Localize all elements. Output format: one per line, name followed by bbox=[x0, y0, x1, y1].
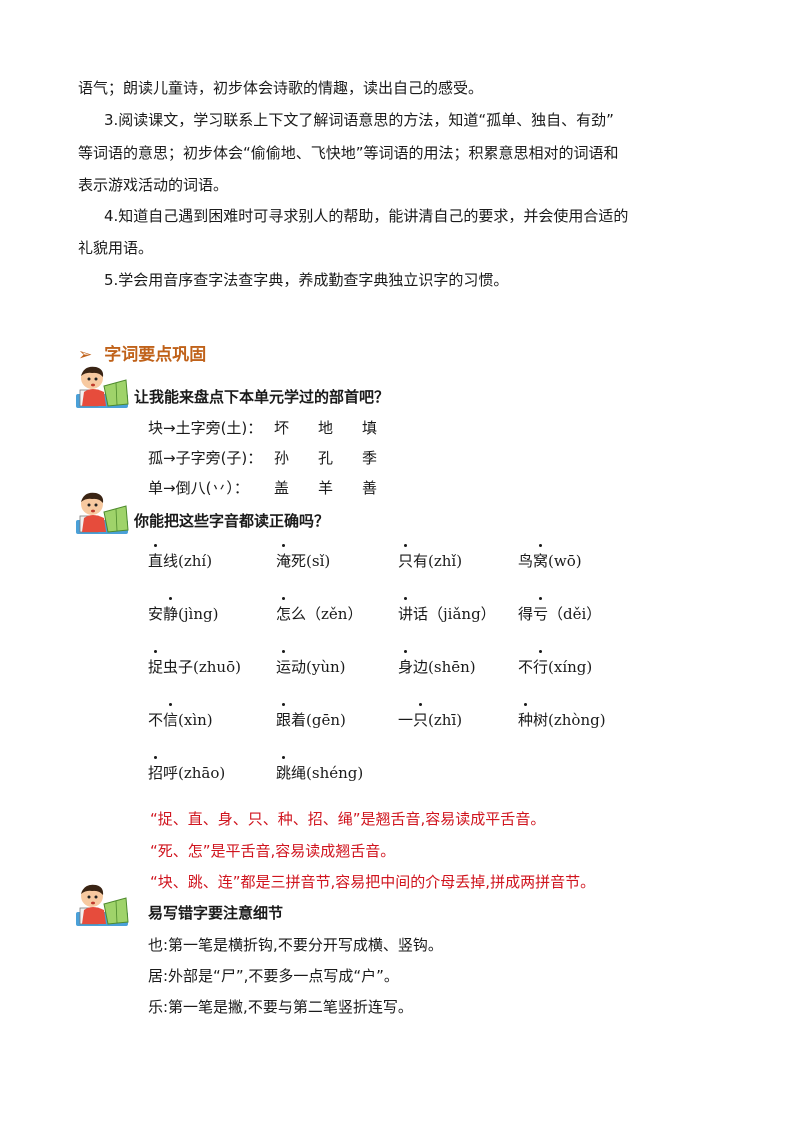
dotted-character: 淹 bbox=[276, 544, 292, 570]
word-pinyin: 话（jiǎng） bbox=[413, 605, 496, 623]
objective-line-7: 5.学会用音序查字法查字典，养成勤查字典独立识字的习惯。 bbox=[104, 271, 509, 289]
radical-example: 羊 bbox=[318, 479, 334, 497]
pronunciation-word: 怎么（zěn） bbox=[276, 597, 363, 624]
pronunciation-note: “死、怎”是平舌音,容易读成翘舌音。 bbox=[150, 842, 396, 860]
pronunciation-word: 鸟窝(wō) bbox=[518, 544, 582, 571]
word-pinyin: （děi） bbox=[548, 605, 602, 623]
pronunciation-word: 身边(shēn) bbox=[398, 650, 476, 677]
writing-item: 也:第一笔是横折钩,不要分开写成横、竖钩。 bbox=[148, 936, 443, 954]
dotted-character: 直 bbox=[148, 544, 164, 570]
pronunciation-word: 捉虫子(zhuō) bbox=[148, 650, 241, 677]
dotted-character: 亏 bbox=[533, 597, 549, 623]
radical-label: 块→土字旁(土)： bbox=[148, 419, 263, 437]
pronunciation-note: “捉、直、身、只、种、招、绳”是翘舌音,容易读成平舌音。 bbox=[150, 810, 546, 828]
objective-line-6: 礼貌用语。 bbox=[78, 239, 154, 257]
pronunciation-word: 只有(zhǐ) bbox=[398, 544, 463, 571]
dotted-character: 种 bbox=[518, 703, 534, 729]
radical-example: 善 bbox=[362, 479, 378, 497]
pronunciation-word: 招呼(zhāo) bbox=[148, 756, 226, 783]
radical-example: 孔 bbox=[318, 449, 334, 467]
reading-kid-icon bbox=[76, 366, 129, 408]
radical-example: 孙 bbox=[274, 449, 290, 467]
radical-example: 季 bbox=[362, 449, 378, 467]
word-pinyin: 死(sǐ) bbox=[291, 552, 331, 570]
word-pinyin: 树(zhòng) bbox=[533, 711, 606, 729]
radical-row: 孤→子字旁(子)： 孙 孔 季 bbox=[148, 448, 406, 468]
dotted-character: 只 bbox=[413, 703, 429, 729]
pronunciation-word: 得亏（děi） bbox=[518, 597, 602, 624]
word-pinyin: (wō) bbox=[548, 552, 582, 570]
objective-line-2: 3.阅读课文，学习联系上下文了解词语意思的方法，知道“孤单、独自、有劲” bbox=[104, 111, 614, 129]
dotted-character: 行 bbox=[533, 650, 549, 676]
pronunciation-word: 不信(xìn) bbox=[148, 703, 213, 730]
radical-example: 地 bbox=[318, 419, 334, 437]
word-pinyin: (xíng) bbox=[548, 658, 593, 676]
pronunciation-word: 不行(xíng) bbox=[518, 650, 593, 677]
dotted-character: 运 bbox=[276, 650, 292, 676]
word-prefix: 鸟 bbox=[518, 552, 534, 570]
dotted-character: 跳 bbox=[276, 756, 292, 782]
word-pinyin: 动(yùn) bbox=[291, 658, 346, 676]
word-prefix: 安 bbox=[148, 605, 164, 623]
pronunciation-question: 你能把这些字音都读正确吗？ bbox=[134, 512, 330, 530]
pronunciation-word: 一只(zhī) bbox=[398, 703, 463, 730]
pronunciation-word: 安静(jìng) bbox=[148, 597, 219, 624]
word-prefix: 一 bbox=[398, 711, 414, 729]
radical-question: 让我能来盘点下本单元学过的部首吧？ bbox=[134, 388, 390, 406]
word-pinyin: 虫子(zhuō) bbox=[163, 658, 241, 676]
pronunciation-word: 种树(zhòng) bbox=[518, 703, 606, 730]
word-pinyin: 边(shēn) bbox=[413, 658, 476, 676]
section-heading: ➢ 字词要点巩固 bbox=[78, 340, 206, 365]
dotted-character: 讲 bbox=[398, 597, 414, 623]
word-pinyin: 呼(zhāo) bbox=[163, 764, 226, 782]
dotted-character: 招 bbox=[148, 756, 164, 782]
writing-item: 乐:第一笔是撇,不要与第二笔竖折连写。 bbox=[148, 998, 413, 1016]
pronunciation-word: 运动(yùn) bbox=[276, 650, 346, 677]
radical-example: 坏 bbox=[274, 419, 290, 437]
dotted-character: 怎 bbox=[276, 597, 292, 623]
dotted-character: 只 bbox=[398, 544, 414, 570]
dotted-character: 窝 bbox=[533, 544, 549, 570]
writing-question: 易写错字要注意细节 bbox=[148, 904, 284, 922]
dotted-character: 捉 bbox=[148, 650, 164, 676]
word-pinyin: (zhī) bbox=[428, 711, 463, 729]
objective-line-5: 4.知道自己遇到困难时可寻求别人的帮助，能讲清自己的要求，并会使用合适的 bbox=[104, 207, 629, 225]
writing-item: 居:外部是“尸”,不要多一点写成“户”。 bbox=[148, 967, 399, 985]
word-pinyin: 绳(shéng) bbox=[291, 764, 364, 782]
word-pinyin: 有(zhǐ) bbox=[413, 552, 463, 570]
pronunciation-word: 跟着(gēn) bbox=[276, 703, 346, 730]
radical-label: 单→倒八(丷）： bbox=[148, 479, 249, 497]
pronunciation-note: “块、跳、连”都是三拼音节,容易把中间的介母丢掉,拼成两拼音节。 bbox=[150, 873, 596, 891]
word-prefix: 不 bbox=[148, 711, 164, 729]
radical-row: 块→土字旁(土)： 坏 地 填 bbox=[148, 418, 406, 438]
word-pinyin: (xìn) bbox=[178, 711, 213, 729]
dotted-character: 跟 bbox=[276, 703, 292, 729]
objective-line-3: 等词语的意思；初步体会“偷偷地、飞快地”等词语的用法；积累意思相对的词语和 bbox=[78, 144, 619, 162]
arrow-bullet-icon: ➢ bbox=[78, 345, 93, 364]
word-prefix: 得 bbox=[518, 605, 534, 623]
reading-kid-icon bbox=[76, 492, 129, 534]
word-pinyin: 着(gēn) bbox=[291, 711, 346, 729]
radical-example: 盖 bbox=[274, 479, 290, 497]
objective-line-1: 语气；朗读儿童诗，初步体会诗歌的情趣，读出自己的感受。 bbox=[78, 79, 484, 97]
dotted-character: 信 bbox=[163, 703, 179, 729]
word-prefix: 不 bbox=[518, 658, 534, 676]
word-pinyin: (jìng) bbox=[178, 605, 219, 623]
radical-example: 填 bbox=[362, 419, 378, 437]
pronunciation-word: 直线(zhí) bbox=[148, 544, 213, 571]
pronunciation-word: 淹死(sǐ) bbox=[276, 544, 331, 571]
word-pinyin: 么（zěn） bbox=[291, 605, 363, 623]
dotted-character: 身 bbox=[398, 650, 414, 676]
reading-kid-icon bbox=[76, 884, 129, 926]
objective-line-4: 表示游戏活动的词语。 bbox=[78, 176, 229, 194]
radical-row: 单→倒八(丷）： 盖 羊 善 bbox=[148, 478, 406, 498]
radical-label: 孤→子字旁(子)： bbox=[148, 449, 263, 467]
pronunciation-word: 讲话（jiǎng） bbox=[398, 597, 496, 624]
pronunciation-word: 跳绳(shéng) bbox=[276, 756, 364, 783]
section-title: 字词要点巩固 bbox=[104, 345, 207, 364]
word-pinyin: 线(zhí) bbox=[163, 552, 213, 570]
dotted-character: 静 bbox=[163, 597, 179, 623]
